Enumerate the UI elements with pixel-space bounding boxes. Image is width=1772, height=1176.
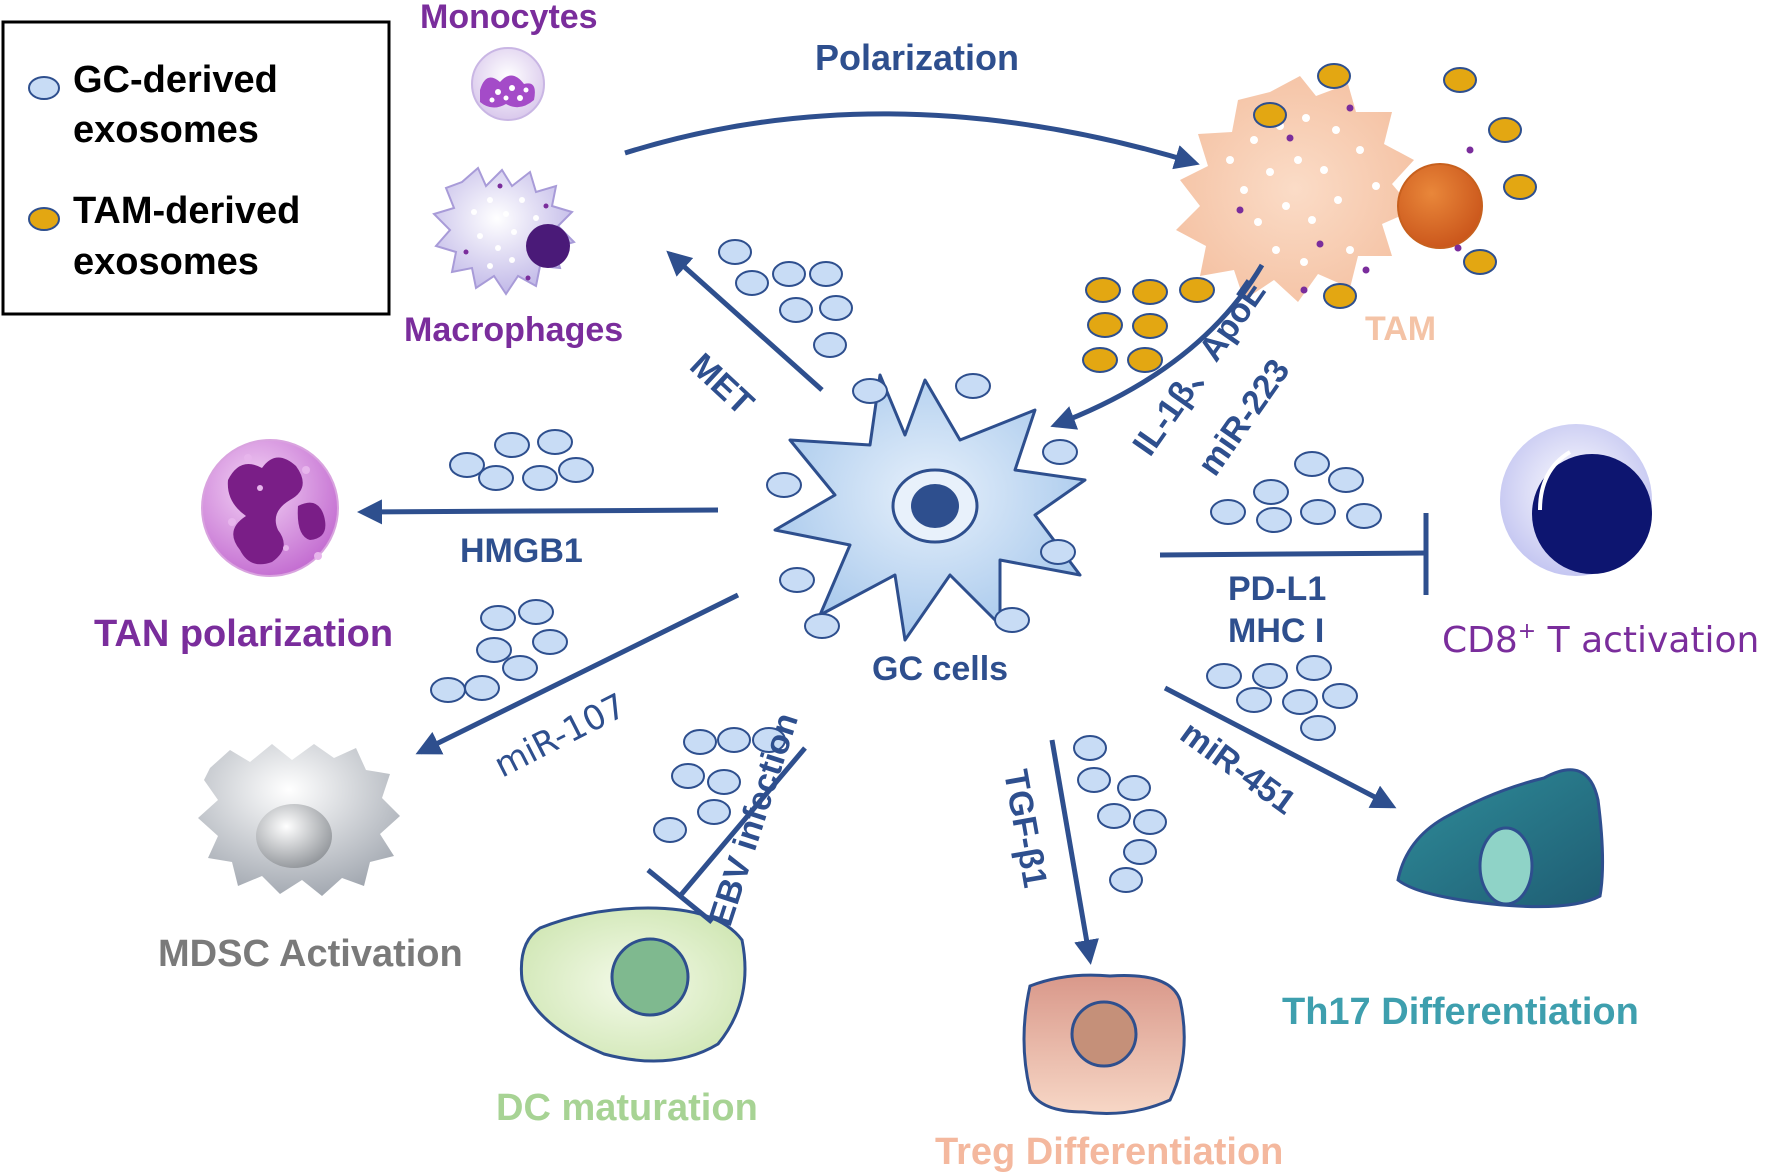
tgfb1-label: TGF-β1 xyxy=(996,767,1054,891)
tam-label: TAM xyxy=(1365,310,1436,348)
tam-cell xyxy=(1176,76,1483,302)
mdsc-activation-label: MDSC Activation xyxy=(158,933,463,975)
tgfb1-arrow xyxy=(1049,739,1099,965)
mir451-label: miR-451 xyxy=(1173,714,1302,822)
gc-exosome-legend-icon xyxy=(28,76,60,100)
gc-surface-exosomes xyxy=(766,373,1078,639)
dc-maturation-label: DC maturation xyxy=(496,1087,758,1129)
legend-tam-line2: exosomes xyxy=(73,241,259,283)
pdl1-exosomes xyxy=(1210,451,1382,533)
polarization-arrow xyxy=(624,111,1200,170)
ebv-exosomes xyxy=(653,727,786,843)
tan-cell xyxy=(201,439,339,577)
legend-gc-line1: GC-derived xyxy=(73,59,278,101)
gc-cells-label: GC cells xyxy=(872,650,1008,688)
legend-tam-line1: TAM-derived xyxy=(73,190,300,232)
pdl1-inhibit-line xyxy=(1159,550,1427,558)
dc-cell xyxy=(519,906,747,1063)
pdl1-label: PD-L1 xyxy=(1228,570,1326,608)
polarization-label: Polarization xyxy=(815,37,1019,78)
treg-cell xyxy=(1022,973,1186,1115)
ebv-inhibit-bar xyxy=(646,868,714,924)
tam-exosome-legend-icon xyxy=(28,207,60,231)
met-exosomes xyxy=(718,239,853,358)
mdsc-cell xyxy=(198,744,400,896)
tam-derived-exosomes xyxy=(1082,277,1215,373)
hmgb1-arrow xyxy=(357,499,719,525)
macrophage-cell xyxy=(432,166,576,296)
macrophages-label: Macrophages xyxy=(404,311,623,349)
legend-gc-line2: exosomes xyxy=(73,109,259,151)
mir107-arrow xyxy=(415,592,740,755)
cd8-t-cell xyxy=(1500,424,1652,576)
treg-differentiation-label: Treg Differentiation xyxy=(935,1131,1283,1173)
hmgb1-exosomes xyxy=(449,429,594,491)
mir451-exosomes xyxy=(1206,655,1358,741)
monocytes-label: Monocytes xyxy=(420,0,598,36)
mir451-arrow xyxy=(1163,685,1397,809)
met-label: MET xyxy=(683,346,762,423)
tam-surface-exosomes xyxy=(1253,63,1537,309)
legend-box xyxy=(1,20,391,316)
monocyte-cell xyxy=(471,47,545,121)
tgfb1-exosomes xyxy=(1073,735,1167,893)
mhc-label: MHC I xyxy=(1228,612,1324,650)
ebv-inhibit-line xyxy=(678,746,807,898)
th17-differentiation-label: Th17 Differentiation xyxy=(1282,991,1639,1033)
legend: GC-derived exosomes TAM-derived exosomes xyxy=(1,20,391,316)
cd8-activation-label: CD8+ T activation xyxy=(1442,619,1759,661)
gc-cell xyxy=(773,373,1087,642)
tam-to-gc-arrow xyxy=(1050,263,1265,430)
mir107-exosomes xyxy=(430,599,568,703)
tan-polarization-label: TAN polarization xyxy=(94,613,393,655)
hmgb1-label: HMGB1 xyxy=(460,532,583,570)
mir107-label: miR-107 xyxy=(488,686,633,786)
met-arrow xyxy=(666,250,824,392)
th17-cell xyxy=(1396,768,1605,909)
